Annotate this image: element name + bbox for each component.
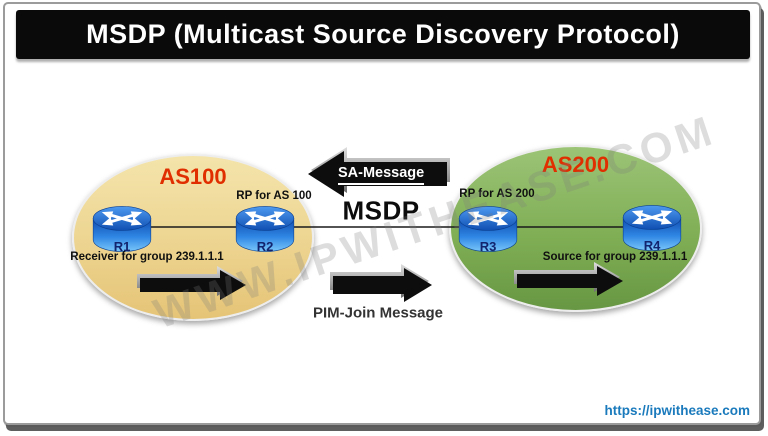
router-icon bbox=[92, 206, 152, 252]
as200-flow-arrow bbox=[514, 262, 623, 296]
pim-join-arrow bbox=[330, 264, 432, 302]
footer-url-link[interactable]: https://ipwithease.com bbox=[604, 403, 750, 418]
router-link-line bbox=[122, 226, 654, 228]
router-r3: R3 bbox=[457, 204, 519, 254]
as200-label: AS200 bbox=[541, 152, 610, 177]
router-r2-name: R2 bbox=[256, 239, 274, 254]
as100-flow-arrow bbox=[137, 266, 246, 300]
page-title: MSDP (Multicast Source Discovery Protoco… bbox=[86, 19, 680, 49]
router-r4: R4 bbox=[621, 203, 683, 253]
router-r4-name: R4 bbox=[643, 238, 661, 253]
source-label: Source for group 239.1.1.1 bbox=[542, 251, 688, 263]
router-r2: R2 bbox=[234, 204, 296, 254]
sa-message-label: SA-Message bbox=[338, 165, 424, 185]
router-r3-name: R3 bbox=[479, 239, 497, 254]
router-icon bbox=[458, 206, 518, 252]
rp-as100-label: RP for AS 100 bbox=[236, 190, 312, 202]
router-r1-name: R1 bbox=[113, 239, 131, 254]
pim-join-message-label: PIM-Join Message bbox=[312, 304, 444, 322]
router-icon bbox=[622, 205, 682, 251]
as100-label: AS100 bbox=[159, 164, 227, 189]
msdp-label: MSDP bbox=[342, 195, 420, 226]
title-bar: MSDP (Multicast Source Discovery Protoco… bbox=[16, 10, 750, 59]
receiver-label: Receiver for group 239.1.1.1 bbox=[70, 251, 224, 263]
router-icon bbox=[235, 206, 295, 252]
sa-message-arrow bbox=[308, 147, 450, 197]
rp-as200-label: RP for AS 200 bbox=[459, 188, 535, 200]
router-r1: R1 bbox=[91, 204, 153, 254]
